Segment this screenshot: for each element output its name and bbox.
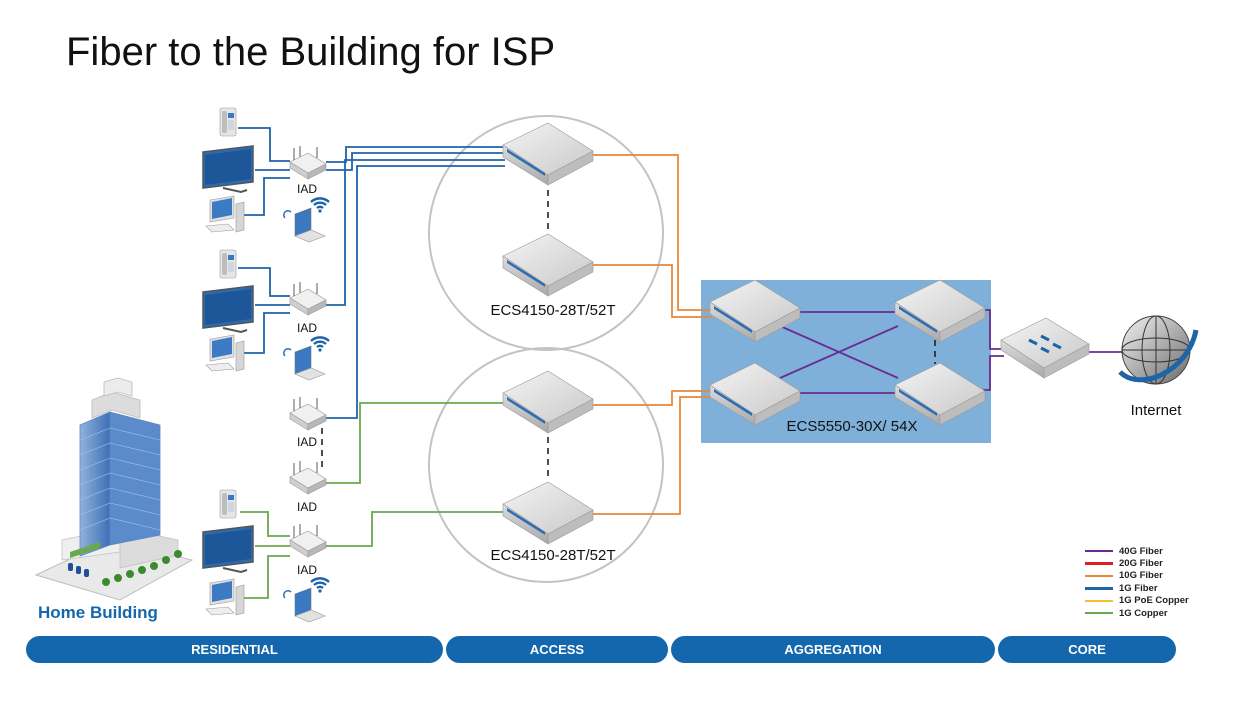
desktop-pc-icon	[205, 578, 245, 616]
access-switch-2	[502, 233, 594, 297]
laptop-icon	[283, 207, 326, 243]
legend-swatch	[1085, 599, 1113, 602]
wifi-icon	[309, 577, 331, 594]
legend-label: 40G Fiber	[1119, 545, 1163, 557]
access-switch-1	[502, 122, 594, 186]
tv-icon	[202, 525, 254, 573]
links-1g-fiber	[238, 127, 505, 419]
legend-item: 20G Fiber	[1085, 557, 1189, 569]
access-switch-3	[502, 370, 594, 434]
legend-label: 1G Fiber	[1119, 582, 1158, 594]
tv-icon	[202, 285, 254, 333]
legend-swatch	[1085, 549, 1113, 553]
segment-residential: RESIDENTIAL	[26, 636, 443, 663]
aggregation-switch-label: ECS5550-30X/ 54X	[787, 418, 918, 435]
access-switch-4	[502, 481, 594, 545]
page-title: Fiber to the Building for ISP	[66, 30, 556, 74]
home-building-icon	[34, 377, 194, 601]
legend-item: 10G Fiber	[1085, 570, 1189, 582]
legend-label: 20G Fiber	[1119, 558, 1163, 570]
tv-icon	[202, 145, 254, 193]
legend-swatch	[1085, 587, 1113, 590]
desktop-pc-icon	[205, 195, 245, 233]
iad-label-5: IAD	[297, 563, 317, 577]
links-1g-copper	[240, 402, 505, 599]
legend-label: 10G Fiber	[1119, 570, 1163, 582]
legend-item: 1G Copper	[1085, 607, 1189, 619]
wifi-icon	[309, 336, 331, 353]
iad-device-5	[289, 523, 327, 558]
access-group-circle-top	[428, 115, 664, 351]
iad-device-1	[289, 145, 327, 180]
legend-label: 1G PoE Copper	[1119, 595, 1189, 607]
laptop-icon	[283, 587, 326, 623]
segment-aggregation: AGGREGATION	[671, 636, 995, 663]
access-group-circle-bottom	[428, 347, 664, 583]
segment-core: CORE	[998, 636, 1176, 663]
internet-globe-icon	[1118, 315, 1199, 385]
laptop-icon	[283, 345, 326, 381]
legend-item: 40G Fiber	[1085, 545, 1189, 557]
segment-access: ACCESS	[446, 636, 668, 663]
desktop-pc-icon	[205, 334, 245, 372]
access-switch-label-top: ECS4150-28T/52T	[490, 302, 615, 319]
access-switch-label-bottom: ECS4150-28T/52T	[490, 547, 615, 564]
core-router	[1000, 317, 1090, 379]
phone-icon	[219, 107, 237, 137]
iad-device-4	[289, 460, 327, 495]
phone-icon	[219, 489, 237, 519]
iad-label-4: IAD	[297, 500, 317, 514]
iad-device-3	[289, 396, 327, 431]
legend-swatch	[1085, 562, 1113, 565]
legend-swatch	[1085, 611, 1113, 615]
internet-label: Internet	[1131, 402, 1183, 419]
iad-device-2	[289, 281, 327, 316]
legend-label: 1G Copper	[1119, 607, 1168, 619]
legend-item: 1G Fiber	[1085, 582, 1189, 594]
links-10g-fiber	[592, 154, 712, 515]
stack-links	[321, 190, 936, 476]
iad-label-3: IAD	[297, 435, 317, 449]
phone-icon	[219, 249, 237, 279]
iad-label-1: IAD	[297, 182, 317, 196]
legend-swatch	[1085, 574, 1113, 578]
home-building-label: Home Building	[38, 603, 158, 622]
legend-item: 1G PoE Copper	[1085, 595, 1189, 607]
wifi-icon	[309, 197, 331, 214]
iad-label-2: IAD	[297, 321, 317, 335]
